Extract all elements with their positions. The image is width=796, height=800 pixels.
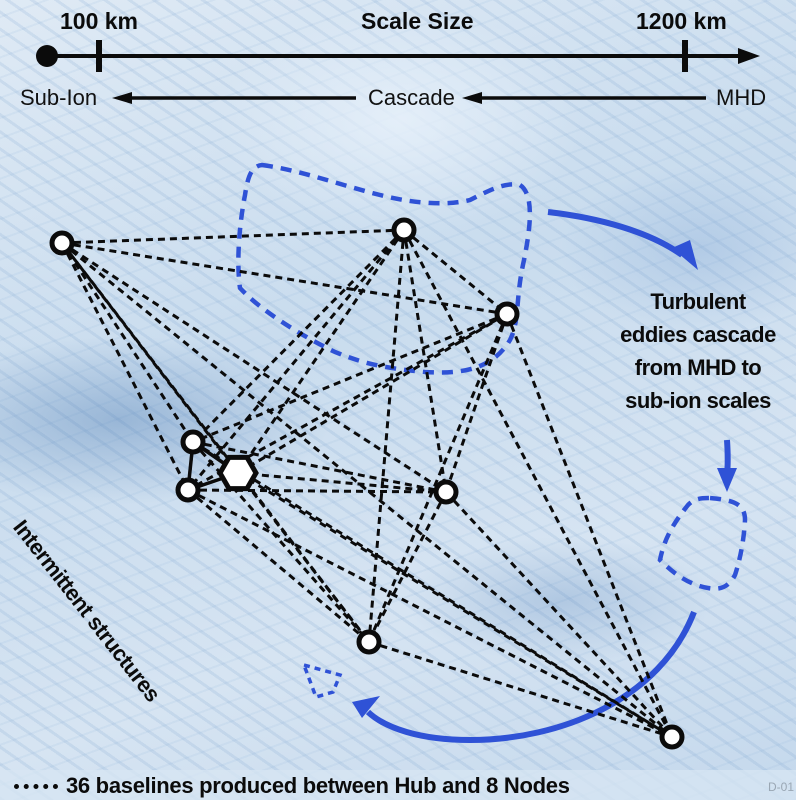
baseline xyxy=(61,241,508,316)
baseline xyxy=(444,490,674,739)
tick-label-1200km: 1200 km xyxy=(636,8,727,34)
large-eddy-outline xyxy=(236,162,533,375)
small-eddy-outline xyxy=(301,662,343,700)
legend-bar xyxy=(0,770,796,800)
baseline xyxy=(402,229,448,493)
baseline xyxy=(192,440,447,494)
annotation-line: Turbulent xyxy=(650,289,746,314)
arrow-down-right-icon xyxy=(672,240,698,270)
arrow-left-icon xyxy=(112,92,132,104)
baseline xyxy=(367,229,406,643)
node-circle-icon xyxy=(356,629,382,655)
baseline xyxy=(187,488,447,494)
node-circle-icon xyxy=(180,429,206,455)
baseline xyxy=(187,488,370,644)
arrow-down-icon xyxy=(717,468,737,492)
hub-hexagon-icon xyxy=(217,454,259,492)
baseline xyxy=(444,313,509,493)
cascade-arrows xyxy=(352,209,737,744)
arrow-left-curve-icon xyxy=(352,696,380,718)
node-circle-icon xyxy=(391,217,417,243)
baseline xyxy=(192,312,508,444)
baseline xyxy=(403,228,508,316)
baseline xyxy=(60,242,190,491)
baseline xyxy=(60,242,195,443)
annotation-line: sub-ion scales xyxy=(625,388,771,413)
baseline xyxy=(192,440,673,739)
cascade-label: Cascade xyxy=(368,85,455,110)
baseline xyxy=(186,229,406,491)
annotation-line: eddies cascade xyxy=(620,322,776,347)
arrow-left-icon xyxy=(462,92,482,104)
scale-bar xyxy=(36,40,760,72)
mhd-label: MHD xyxy=(716,85,767,110)
node-circle-icon xyxy=(659,724,685,750)
sub-ion-label: Sub-Ion xyxy=(20,85,98,110)
node-circle-icon xyxy=(433,479,459,505)
tick-label-100km: 100 km xyxy=(60,8,139,34)
baseline xyxy=(237,471,447,494)
eddy-outlines xyxy=(236,162,748,700)
legend-text: 36 baselines produced between Hub and 8 … xyxy=(66,773,570,798)
baseline xyxy=(237,471,673,739)
baselines xyxy=(60,228,674,739)
baseline xyxy=(187,488,673,739)
baseline xyxy=(191,441,371,643)
baseline xyxy=(61,241,447,494)
tick-1200km xyxy=(682,40,688,72)
turbulent-eddies-annotation: Turbulent eddies cascade from MHD to sub… xyxy=(600,285,796,417)
baseline xyxy=(236,229,406,474)
baseline xyxy=(61,228,405,245)
nodes xyxy=(49,217,685,750)
scale-origin-dot xyxy=(36,45,58,67)
arrow-right-icon xyxy=(738,48,760,64)
baseline xyxy=(505,313,674,738)
cascade-bar xyxy=(112,92,706,104)
annotation-line: from MHD to xyxy=(634,355,762,380)
baseline xyxy=(191,228,406,444)
figure-code: D-01 xyxy=(768,780,795,794)
baseline xyxy=(367,491,448,643)
baseline xyxy=(237,312,508,475)
tick-100km xyxy=(96,40,102,72)
baseline xyxy=(368,640,673,739)
medium-eddy-outline xyxy=(657,495,748,591)
baseline xyxy=(367,313,509,643)
scale-size-title: Scale Size xyxy=(361,8,474,34)
node-circle-icon xyxy=(494,301,520,327)
node-circle-icon xyxy=(175,477,201,503)
node-circle-icon xyxy=(49,230,75,256)
dashed-line-legend-icon xyxy=(14,784,58,789)
baseline xyxy=(61,241,673,739)
